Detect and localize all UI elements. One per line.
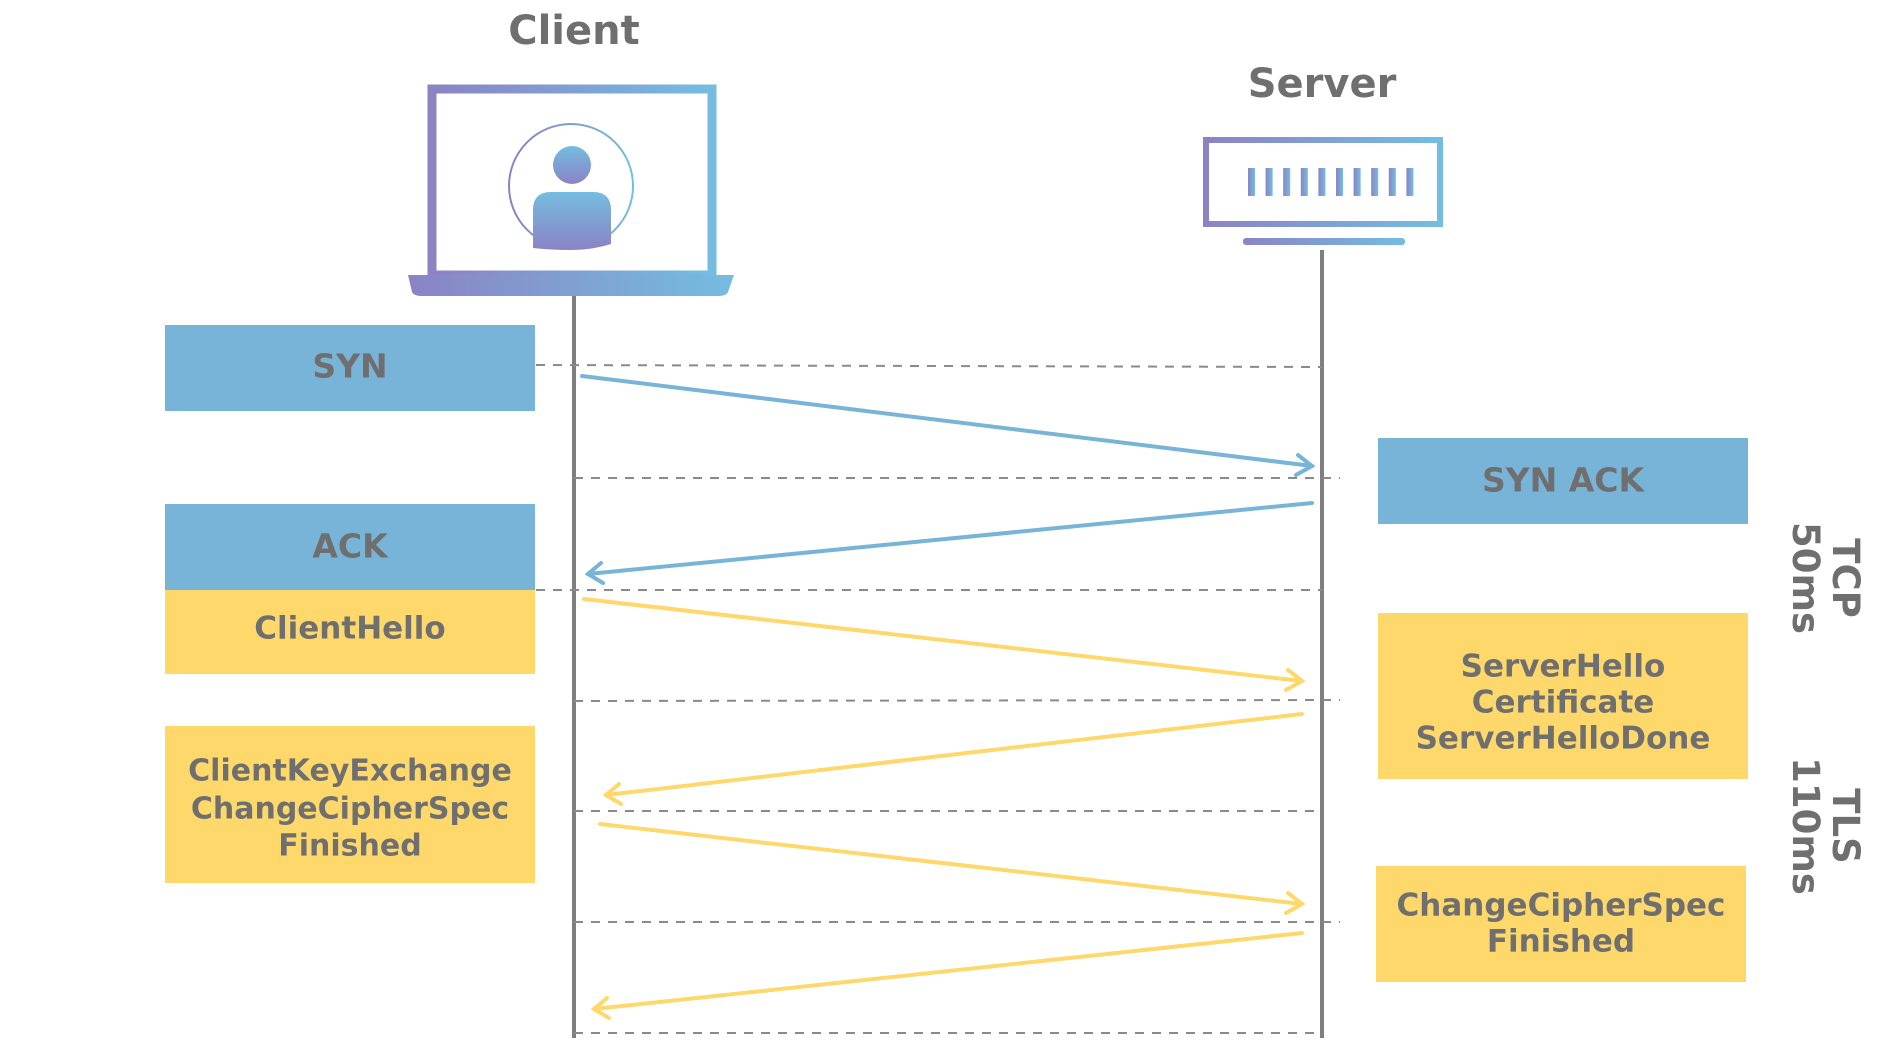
server-led xyxy=(1248,168,1255,196)
finished-line: Finished xyxy=(278,829,421,864)
arrow-syn xyxy=(580,374,1316,477)
ack-label: ACK xyxy=(312,527,389,566)
serverhello-box: ServerHello Certificate ServerHelloDone xyxy=(1378,613,1748,779)
tcp-timing-label: TCP 50ms xyxy=(1784,522,1867,634)
server-led xyxy=(1388,168,1396,196)
server-finished-line: Finished xyxy=(1487,924,1635,960)
step-divider xyxy=(535,364,1323,368)
syn-label: SYN xyxy=(312,347,387,386)
syn-box: SYN xyxy=(165,325,535,411)
clientkeyexchange-line: ClientKeyExchange xyxy=(188,754,512,789)
step-divider xyxy=(573,699,1341,702)
server-led xyxy=(1265,168,1273,196)
arrow-synack xyxy=(584,501,1314,585)
message-arrows xyxy=(580,374,1316,1020)
serverhellodone-line: ServerHelloDone xyxy=(1416,721,1711,757)
server-heading: Server xyxy=(1248,61,1397,107)
server-led xyxy=(1300,168,1308,196)
tcp-duration: 50ms xyxy=(1784,522,1827,634)
tls-timing-label: TLS 110ms xyxy=(1784,757,1867,895)
server-led xyxy=(1371,168,1379,196)
step-dividers xyxy=(535,364,1341,1034)
client-message-boxes: SYN ACK ClientHello ClientKeyExchange Ch… xyxy=(165,325,535,883)
serverhello-line: ServerHello xyxy=(1461,649,1666,685)
client-heading: Client xyxy=(508,8,640,54)
server-message-boxes: SYN ACK ServerHello Certificate ServerHe… xyxy=(1376,438,1748,982)
arrow-clienthello xyxy=(582,597,1306,692)
clientkeyexchange-box: ClientKeyExchange ChangeCipherSpec Finis… xyxy=(165,726,535,883)
tls-duration: 110ms xyxy=(1784,757,1827,895)
arrow-changecipherspec xyxy=(590,931,1304,1020)
changecipherspec-line: ChangeCipherSpec xyxy=(191,792,509,827)
server-led xyxy=(1283,168,1291,196)
server-rack-icon xyxy=(1203,137,1443,245)
clienthello-box: ClientHello xyxy=(165,590,535,674)
server-led xyxy=(1336,168,1343,196)
arrow-clientkeyexchange xyxy=(598,822,1306,915)
clienthello-label: ClientHello xyxy=(254,611,445,647)
ack-box: ACK xyxy=(165,504,535,590)
server-led xyxy=(1318,168,1326,196)
arrow-serverhello xyxy=(602,712,1304,806)
changecipherspec-box: ChangeCipherSpec Finished xyxy=(1376,866,1746,982)
server-changecipherspec-line: ChangeCipherSpec xyxy=(1397,888,1726,924)
tls-label: TLS xyxy=(1824,788,1867,863)
laptop-user-icon xyxy=(408,84,734,296)
tcp-label: TCP xyxy=(1824,538,1867,618)
synack-label: SYN ACK xyxy=(1482,461,1646,500)
server-led xyxy=(1406,168,1414,196)
synack-box: SYN ACK xyxy=(1378,438,1748,524)
certificate-line: Certificate xyxy=(1472,685,1655,721)
server-led xyxy=(1353,168,1361,196)
